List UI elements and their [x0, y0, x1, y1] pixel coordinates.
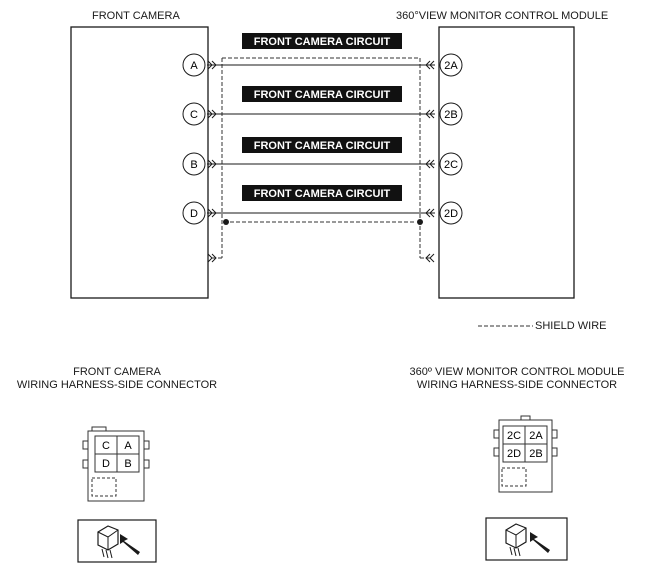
left-pin-a: A	[182, 53, 206, 77]
left-pin-a-text: A	[190, 60, 198, 72]
left-chevrons	[207, 60, 217, 263]
shield-splice-left	[223, 219, 229, 225]
left-pin-b-text: B	[190, 159, 197, 171]
left-connector-pin-c: C	[102, 440, 110, 452]
right-pin-2a-text: 2A	[444, 60, 458, 72]
circuit-label-3-text: FRONT CAMERA CIRCUIT	[254, 140, 391, 152]
left-pin-b: B	[182, 152, 206, 176]
right-connector-title-line1: 360º VIEW MONITOR CONTROL MODULE	[409, 366, 625, 378]
circuit-label-4: FRONT CAMERA CIRCUIT	[242, 185, 402, 201]
right-pin-2a: 2A	[439, 53, 463, 77]
right-pin-2b: 2B	[439, 102, 463, 126]
shield-wire	[221, 57, 421, 258]
control-module-box	[438, 26, 575, 299]
circuit-label-2-text: FRONT CAMERA CIRCUIT	[254, 89, 391, 101]
right-pin-2d-text: 2D	[444, 208, 458, 220]
right-connector-pin-2c: 2C	[507, 430, 521, 442]
left-pin-c-text: C	[190, 109, 198, 121]
left-pin-d: D	[182, 201, 206, 225]
left-connector-pin-b: B	[124, 458, 131, 470]
right-pin-2b-text: 2B	[444, 109, 457, 121]
left-pin-c: C	[182, 102, 206, 126]
circuit-label-4-text: FRONT CAMERA CIRCUIT	[254, 188, 391, 200]
left-connector-title-line2: WIRING HARNESS-SIDE CONNECTOR	[16, 379, 218, 391]
front-camera-box	[70, 26, 209, 299]
circuit-label-3: FRONT CAMERA CIRCUIT	[242, 137, 402, 153]
left-connector-pin-a: A	[124, 440, 132, 452]
right-connector-pin-2a: 2A	[529, 430, 543, 442]
control-module-title: 360°VIEW MONITOR CONTROL MODULE	[396, 10, 609, 22]
right-pin-2c-text: 2C	[444, 159, 458, 171]
left-connector	[82, 426, 150, 502]
right-chevrons	[425, 60, 435, 263]
harness-view-icon-left	[77, 519, 157, 563]
right-connector-pin-2d: 2D	[507, 448, 521, 460]
circuit-label-1: FRONT CAMERA CIRCUIT	[242, 33, 402, 49]
shield-wire-legend-label: SHIELD WIRE	[535, 320, 607, 332]
left-pin-d-text: D	[190, 208, 198, 220]
left-connector-pin-d: D	[102, 458, 110, 470]
circuit-label-2: FRONT CAMERA CIRCUIT	[242, 86, 402, 102]
shield-splice-right	[417, 219, 423, 225]
right-connector-pin-2b: 2B	[529, 448, 542, 460]
front-camera-title: FRONT CAMERA	[92, 10, 180, 22]
right-connector-title-line2: WIRING HARNESS-SIDE CONNECTOR	[416, 379, 618, 391]
left-connector-title-line1: FRONT CAMERA	[73, 366, 161, 378]
harness-view-icon-right	[485, 517, 568, 561]
right-pin-2d: 2D	[439, 201, 463, 225]
right-pin-2c: 2C	[439, 152, 463, 176]
circuit-label-1-text: FRONT CAMERA CIRCUIT	[254, 36, 391, 48]
right-connector	[493, 415, 558, 493]
